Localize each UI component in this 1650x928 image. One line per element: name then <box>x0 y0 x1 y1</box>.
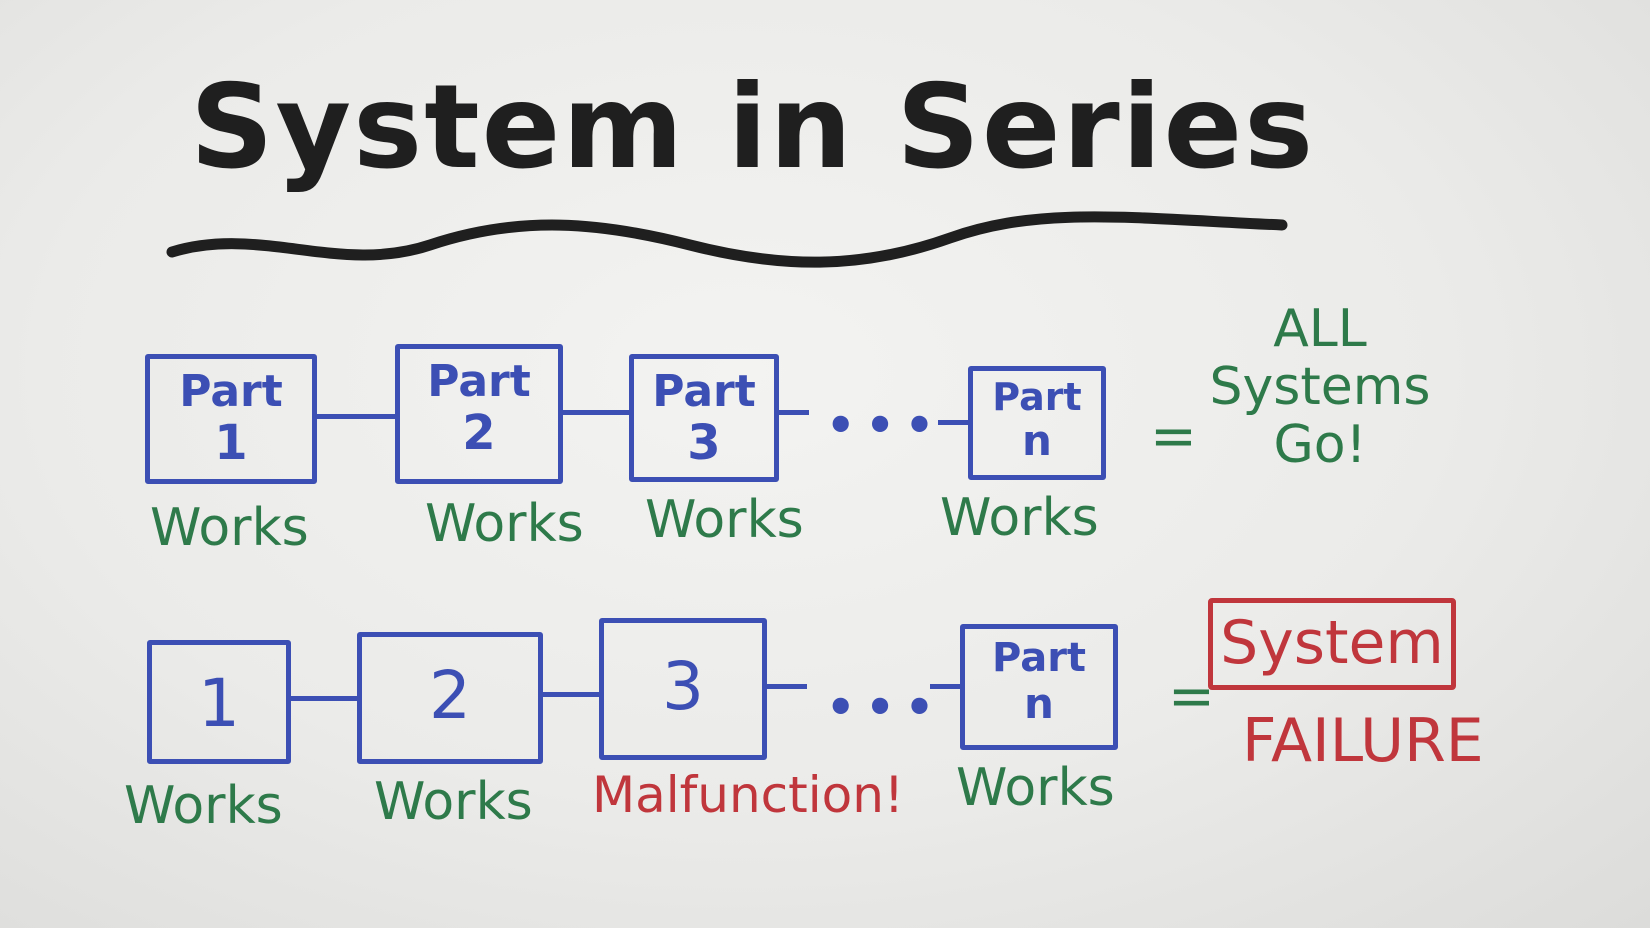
row1-part-2-box: Part 2 <box>395 344 563 484</box>
row1-part-3-status: Works <box>645 490 804 550</box>
part-number: 2 <box>429 657 471 734</box>
row2-result-box: System <box>1208 598 1456 690</box>
row2-connector-dots-n <box>930 684 960 689</box>
row1-connector-dots-n <box>938 420 968 425</box>
row2-connector-1-2 <box>291 696 357 701</box>
row2-part-3-box: 3 <box>599 618 767 760</box>
part-label: Part <box>991 635 1087 681</box>
part-label: Part <box>992 375 1082 419</box>
part-number: n <box>1024 679 1054 728</box>
part-number: 1 <box>214 415 248 471</box>
row2-part-1-status: Works <box>124 776 283 836</box>
row2-part-n-status: Works <box>956 758 1115 818</box>
row1-part-3-box: Part 3 <box>629 354 779 482</box>
row1-equals-sign: = <box>1150 404 1197 469</box>
row1-connector-2-3 <box>563 410 629 415</box>
part-number: 3 <box>662 648 704 725</box>
row1-connector-1-2 <box>317 414 395 419</box>
row1-part-n-box: Part n <box>968 366 1106 480</box>
row2-part-n-box: Part n <box>960 624 1118 750</box>
row2-equals-sign: = <box>1168 664 1215 729</box>
part-number: 1 <box>198 665 240 742</box>
part-label: Part <box>179 366 283 417</box>
row2-result-text: FAILURE <box>1242 706 1484 776</box>
row2-connector-2-3 <box>543 692 599 697</box>
row1-part-n-status: Works <box>940 488 1099 548</box>
row1-part-1-status: Works <box>150 498 309 558</box>
part-number: n <box>1022 416 1052 465</box>
row2-ellipsis: ••• <box>826 680 945 734</box>
row1-result: ALL Systems Go! <box>1190 300 1450 474</box>
result-line: Go! <box>1273 415 1367 475</box>
diagram-title: System in Series <box>190 60 1316 195</box>
result-line: ALL <box>1273 299 1367 359</box>
row1-ellipsis: ••• <box>826 398 945 452</box>
part-label: Part <box>427 356 531 407</box>
row1-connector-3-dots <box>779 410 809 415</box>
part-number: 2 <box>462 405 496 461</box>
row2-part-3-status: Malfunction! <box>592 766 904 824</box>
row1-part-1-box: Part 1 <box>145 354 317 484</box>
row2-part-1-box: 1 <box>147 640 291 764</box>
row2-connector-3-dots <box>767 684 807 689</box>
row2-part-2-status: Works <box>374 772 533 832</box>
result-line: Systems <box>1209 357 1431 417</box>
part-label: Part <box>652 366 756 417</box>
part-number: 3 <box>687 415 721 471</box>
row1-part-2-status: Works <box>425 494 584 554</box>
row2-part-2-box: 2 <box>357 632 543 764</box>
